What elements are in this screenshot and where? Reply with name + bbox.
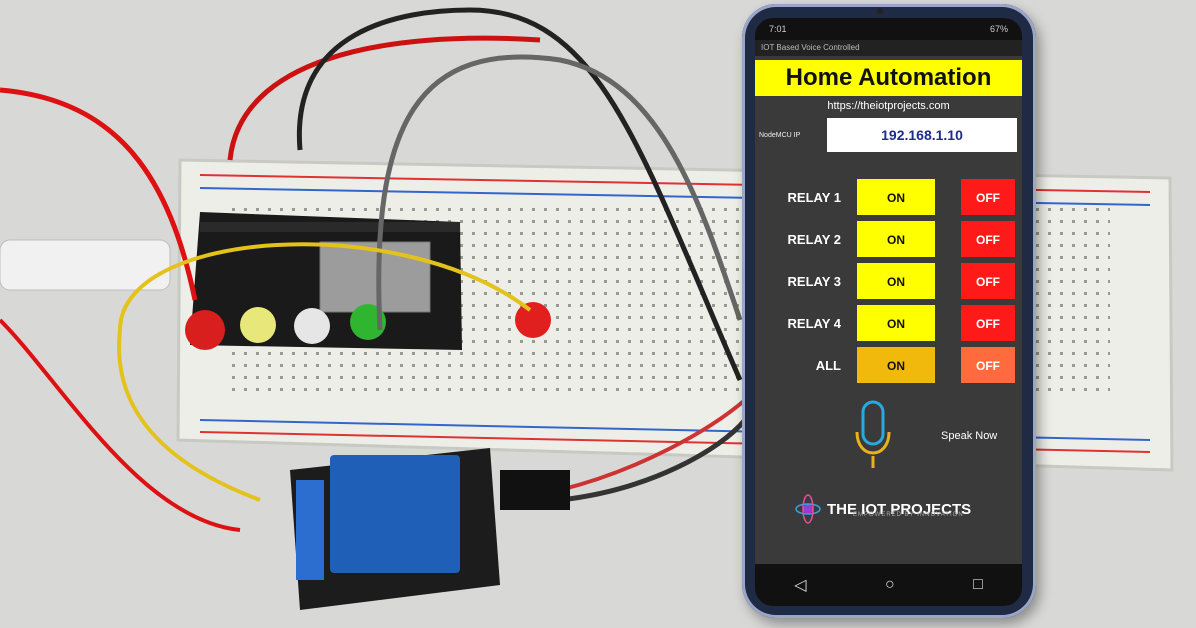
relay-4-on-button[interactable]: ON <box>857 305 935 341</box>
voice-control: Speak Now <box>755 396 1022 476</box>
relay-label: RELAY 4 <box>787 315 841 331</box>
website-url: https://theiotprojects.com <box>827 100 950 112</box>
relay-row-3: RELAY 3 ON OFF <box>755 260 1022 302</box>
usb-cable <box>0 239 171 291</box>
relay-2-on-button[interactable]: ON <box>857 221 935 257</box>
relay-2-off-button[interactable]: OFF <box>961 221 1015 257</box>
page-title: Home Automation <box>755 60 1022 96</box>
relay-3-on-button[interactable]: ON <box>857 263 935 299</box>
relay-1-off-button[interactable]: OFF <box>961 179 1015 215</box>
home-icon[interactable]: ○ <box>884 576 895 593</box>
relay-row-all: ALL ON OFF <box>755 344 1022 386</box>
all-off-button[interactable]: OFF <box>961 347 1015 383</box>
ip-address-field[interactable]: 192.168.1.10 <box>827 118 1017 152</box>
relay-row-1: RELAY 1 ON OFF <box>755 176 1022 218</box>
battery-level: 67% <box>989 24 1008 34</box>
app-screen: 7:01 67% IOT Based Voice Controlled Home… <box>755 18 1022 606</box>
relay-label: RELAY 1 <box>787 189 841 205</box>
relay-1-on-button[interactable]: ON <box>857 179 935 215</box>
all-on-button[interactable]: ON <box>857 347 935 383</box>
relay-4-off-button[interactable]: OFF <box>961 305 1015 341</box>
brand-tagline: EMPOWERED BY INNOVATION <box>853 511 964 518</box>
relay-controls: RELAY 1 ON OFF RELAY 2 ON OFF RELAY 3 ON… <box>755 176 1022 386</box>
back-icon[interactable]: ◁ <box>794 577 807 594</box>
recents-icon[interactable]: □ <box>973 576 983 593</box>
relay-row-4: RELAY 4 ON OFF <box>755 302 1022 344</box>
brand-logo: THE IOT PROJECTS EMPOWERED BY INNOVATION <box>755 484 1022 534</box>
status-bar: 7:01 67% <box>755 18 1022 40</box>
relay-3-off-button[interactable]: OFF <box>961 263 1015 299</box>
relay-label: RELAY 2 <box>787 231 841 247</box>
relay-label: RELAY 3 <box>787 273 841 289</box>
smartphone: 7:01 67% IOT Based Voice Controlled Home… <box>742 4 1036 618</box>
microphone-icon[interactable] <box>853 398 893 474</box>
brand-name: THE IOT PROJECTS <box>827 500 972 518</box>
speak-now-label: Speak Now <box>941 430 998 442</box>
relay-row-2: RELAY 2 ON OFF <box>755 218 1022 260</box>
atom-logo-icon <box>795 494 821 524</box>
android-nav-bar: ◁ ○ □ <box>755 564 1022 606</box>
ip-label: NodeMCU IP <box>759 131 801 139</box>
all-label: ALL <box>815 357 841 373</box>
app-bar-title: IOT Based Voice Controlled <box>755 40 1022 56</box>
camera-icon <box>877 8 883 14</box>
status-time: 7:01 <box>769 24 787 34</box>
ip-row: NodeMCU IP 192.168.1.10 <box>755 118 1022 152</box>
